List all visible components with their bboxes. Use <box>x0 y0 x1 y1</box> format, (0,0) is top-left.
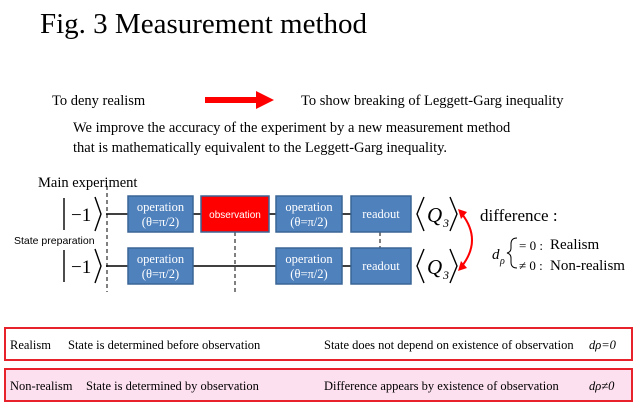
difference-label: difference : <box>480 206 558 225</box>
show-breaking-text: To show breaking of Leggett-Garg inequal… <box>301 93 564 109</box>
nonrealism-banner-label: Non-realism <box>10 379 73 393</box>
nonrealism-banner-cause: State is determined by observation <box>86 379 259 393</box>
operation-box-lower-2: operation (θ=π/2) <box>275 247 343 285</box>
realism-banner: Realism State is determined before obser… <box>4 327 633 361</box>
readout-box-lower: readout <box>350 247 412 285</box>
difference-formula: d ρ = 0 : ≠ 0 : <box>492 237 543 273</box>
page-title: Fig. 3 Measurement method <box>40 8 368 40</box>
description-line-1: We improve the accuracy of the experimen… <box>73 120 511 136</box>
svg-text:(θ=π/2): (θ=π/2) <box>290 267 327 281</box>
svg-text:≠ 0 :: ≠ 0 : <box>519 258 543 273</box>
nonrealism-condition-word: Non-realism <box>550 258 625 274</box>
svg-text:d: d <box>492 247 500 263</box>
realism-banner-label: Realism <box>10 338 51 352</box>
nonrealism-banner-formula: dρ≠0 <box>589 379 615 393</box>
operation-box-upper-2: operation (θ=π/2) <box>275 195 343 233</box>
realism-condition-word: Realism <box>550 237 600 253</box>
expectation-lower: Q 3 <box>416 248 458 284</box>
svg-text:(θ=π/2): (θ=π/2) <box>142 267 179 281</box>
expectation-upper: Q 3 <box>416 196 458 232</box>
realism-banner-formula: dρ=0 <box>589 338 616 352</box>
comparison-arrow <box>458 209 473 271</box>
svg-text:3: 3 <box>442 216 449 230</box>
main-experiment-label: Main experiment <box>38 175 138 191</box>
readout-box-upper: readout <box>350 195 412 233</box>
svg-text:3: 3 <box>442 268 449 282</box>
ket-upper: −1 <box>63 196 102 232</box>
svg-text:operation: operation <box>137 200 185 214</box>
nonrealism-banner: Non-realism State is determined by obser… <box>4 368 633 402</box>
svg-text:readout: readout <box>362 259 400 273</box>
observation-box: observation <box>200 195 270 233</box>
realism-banner-cause: State is determined before observation <box>68 338 261 352</box>
svg-text:operation: operation <box>285 200 333 214</box>
description-line-2: that is mathematically equivalent to the… <box>73 140 448 156</box>
svg-text:Q: Q <box>427 203 442 227</box>
operation-box-lower-1: operation (θ=π/2) <box>127 247 194 285</box>
svg-text:(θ=π/2): (θ=π/2) <box>290 215 327 229</box>
ket-upper-text: −1 <box>71 205 91 226</box>
ket-lower: −1 <box>63 248 102 284</box>
svg-text:(θ=π/2): (θ=π/2) <box>142 215 179 229</box>
deny-realism-text: To deny realism <box>52 93 146 109</box>
svg-text:observation: observation <box>209 210 261 221</box>
realism-banner-effect: State does not depend on existence of ob… <box>324 338 574 352</box>
svg-text:ρ: ρ <box>499 256 505 267</box>
svg-text:Q: Q <box>427 255 442 279</box>
operation-box-upper-1: operation (θ=π/2) <box>127 195 194 233</box>
svg-text:operation: operation <box>137 252 185 266</box>
svg-text:= 0 :: = 0 : <box>519 238 543 253</box>
state-preparation-label: State preparation <box>14 235 95 247</box>
svg-text:readout: readout <box>362 207 400 221</box>
ket-lower-text: −1 <box>71 257 91 278</box>
nonrealism-banner-effect: Difference appears by existence of obser… <box>324 379 559 393</box>
header-arrow <box>205 91 274 109</box>
svg-text:operation: operation <box>285 252 333 266</box>
